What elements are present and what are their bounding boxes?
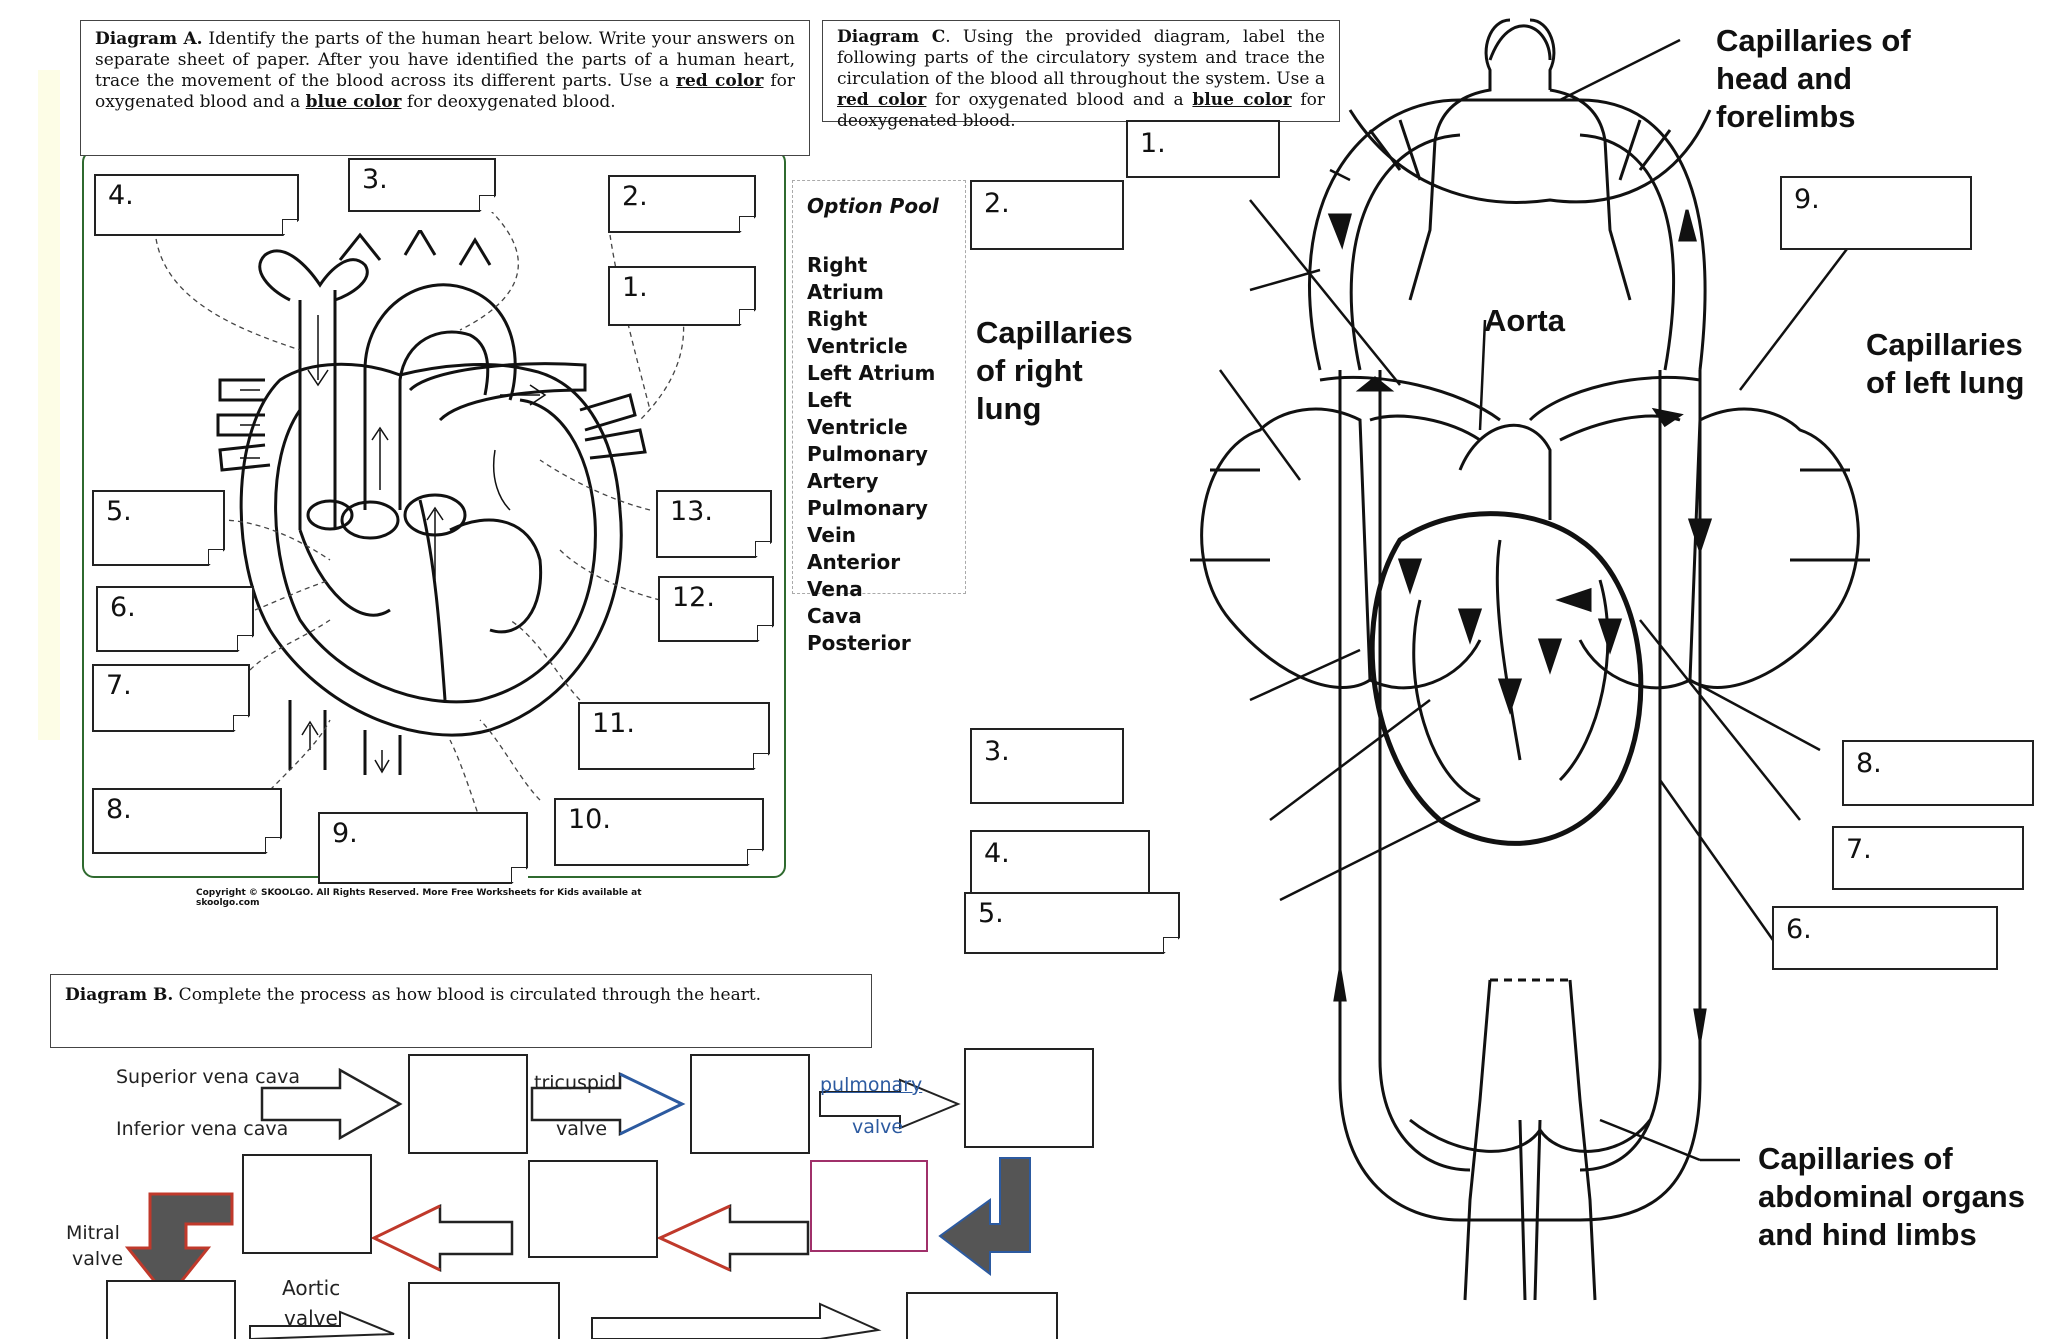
arrow-right-icon: [260, 1067, 403, 1141]
heart-label-3[interactable]: 3.: [348, 158, 496, 212]
heart-label-2[interactable]: 2.: [608, 175, 756, 233]
aorta-label: Aorta: [1484, 303, 1565, 338]
heart-label-1[interactable]: 1.: [608, 266, 756, 326]
diagram-b-heading: Diagram B.: [65, 985, 174, 1005]
aortic-label: Aortic: [282, 1276, 341, 1300]
heart-label-10[interactable]: 10.: [554, 798, 764, 866]
arrow-right-icon: [819, 1078, 961, 1130]
flow-box-1[interactable]: [408, 1054, 528, 1154]
option-item: Vein: [807, 523, 857, 547]
blue-color-keyword: blue color: [305, 92, 402, 112]
bent-arrow-icon: [124, 1192, 234, 1301]
tricuspid-valve-label: valve: [556, 1118, 608, 1140]
flow-box-7[interactable]: [106, 1280, 236, 1339]
option-item: Left Ventricle: [807, 388, 908, 439]
circ-label-8[interactable]: 8.: [1842, 740, 2034, 806]
option-item: Left Atrium: [807, 361, 936, 385]
option-item: Artery: [807, 469, 879, 493]
arrow-right-icon: [591, 1302, 882, 1339]
diagram-a-instructions: Diagram A. Identify the parts of the hum…: [80, 20, 810, 156]
mitral-label: Mitral: [66, 1222, 120, 1244]
arrow-left-icon: [656, 1204, 810, 1272]
heart-label-5[interactable]: 5.: [92, 490, 225, 566]
flow-box-5[interactable]: [528, 1160, 658, 1258]
diagram-c-instructions: Diagram C. Using the provided diagram, l…: [822, 20, 1340, 131]
heart-label-12[interactable]: 12.: [658, 576, 774, 642]
circ-label-7[interactable]: 7.: [1832, 826, 2024, 890]
heart-label-8[interactable]: 8.: [92, 788, 282, 854]
option-item: Right Atrium: [807, 253, 884, 304]
circulatory-system-diagram: [1190, 18, 1870, 1301]
option-pool: Option Pool Right Atrium Right Ventricle…: [792, 180, 966, 655]
tricuspid-label: tricuspid: [534, 1072, 617, 1094]
circ-label-1[interactable]: 1.: [1126, 120, 1280, 178]
circ-label-5[interactable]: 5.: [964, 892, 1180, 954]
heart-label-4[interactable]: 4.: [94, 174, 299, 236]
red-color-keyword: red color: [676, 71, 764, 91]
pulmonary-label: pulmonary: [820, 1074, 923, 1096]
flow-box-8[interactable]: [408, 1282, 560, 1339]
option-item: Anterior Vena: [807, 550, 901, 601]
capillaries-abdominal-label: Capillaries of abdominal organs and hind…: [1758, 1141, 2025, 1252]
inferior-vena-cava-label: Inferior vena cava: [116, 1118, 289, 1140]
option-item: Pulmonary: [807, 496, 928, 520]
flow-box-9[interactable]: [906, 1292, 1058, 1339]
superior-vena-cava-label: Superior vena cava: [116, 1066, 301, 1088]
flow-box-2[interactable]: [690, 1054, 810, 1154]
circ-label-3[interactable]: 3.: [970, 728, 1124, 804]
heart-label-13[interactable]: 13.: [656, 490, 772, 558]
diagram-a-heading: Diagram A.: [95, 29, 203, 49]
heart-label-6[interactable]: 6.: [96, 586, 254, 652]
aortic-valve-label: valve: [284, 1306, 338, 1330]
bent-arrow-icon: [938, 1157, 1031, 1277]
option-item: Posterior: [807, 631, 911, 655]
circ-label-2[interactable]: 2.: [970, 180, 1124, 250]
option-pool-title: Option Pool: [807, 194, 939, 218]
capillaries-left-lung-label: Capillaries of left lung: [1866, 327, 2025, 400]
flow-arrows: [124, 1067, 1031, 1339]
side-highlight: [38, 70, 60, 740]
option-item: Cava: [807, 604, 862, 628]
pulmonary-valve-label: valve: [852, 1116, 904, 1138]
heart-label-11[interactable]: 11.: [578, 702, 770, 770]
heart-label-9[interactable]: 9.: [318, 812, 528, 884]
option-item: Ventricle: [807, 334, 908, 358]
flow-box-6[interactable]: [242, 1154, 372, 1254]
mitral-valve-label: valve: [72, 1248, 124, 1270]
copyright-notice: Copyright © SKOOLGO. All Rights Reserved…: [196, 888, 642, 908]
flow-box-4[interactable]: [810, 1160, 928, 1252]
diagram-c-heading: Diagram C: [837, 27, 946, 47]
diagram-b-instructions: Diagram B. Complete the process as how b…: [50, 974, 872, 1048]
heart-diagram: [216, 230, 647, 775]
heart-label-7[interactable]: 7.: [92, 664, 250, 732]
capillaries-head-label: Capillaries of head and forelimbs: [1716, 23, 1911, 134]
arrow-left-icon: [371, 1204, 514, 1272]
circ-label-6[interactable]: 6.: [1772, 906, 1998, 970]
flow-box-3[interactable]: [964, 1048, 1094, 1148]
capillaries-right-lung-label: Capillaries of right lung: [976, 315, 1133, 426]
arrow-right-icon: [249, 1310, 395, 1339]
circ-label-4[interactable]: 4.: [970, 830, 1150, 898]
circ-label-9[interactable]: 9.: [1780, 176, 1972, 250]
option-item: Pulmonary: [807, 442, 928, 466]
option-item: Right: [807, 307, 868, 331]
